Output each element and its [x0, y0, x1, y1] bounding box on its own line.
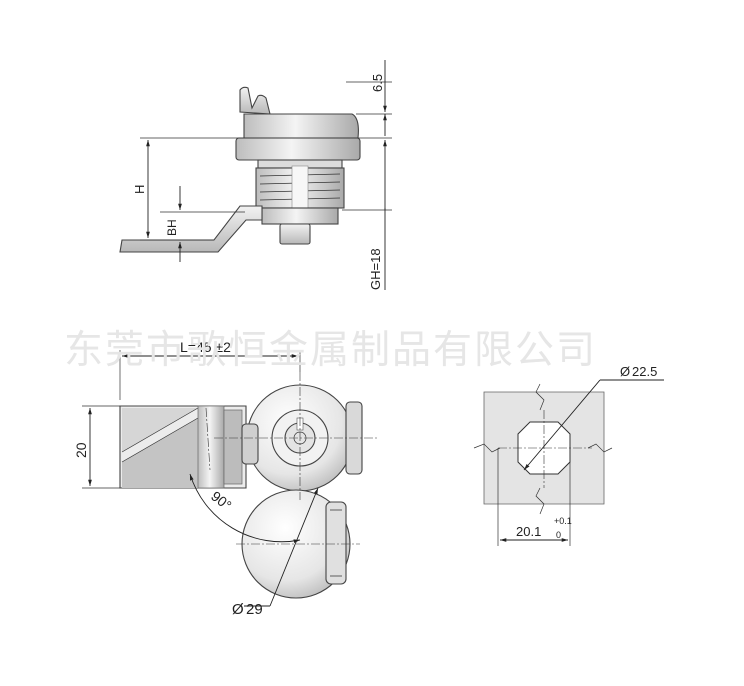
side-view: 6.5 GH=18 H BH	[119, 60, 392, 290]
cutout-diameter: 22.5	[632, 364, 657, 379]
dim-6-5: 6.5	[370, 74, 385, 92]
cutout-width: 20.1	[516, 524, 541, 539]
dim-h: H	[132, 185, 147, 194]
dim-diameter: 29	[246, 601, 263, 618]
panel-cutout-view: Ø 22.5 20.1 +0.1 0	[473, 364, 664, 546]
cam-lever-front	[119, 405, 247, 489]
cutout-tol-lower: 0	[556, 530, 561, 540]
cutout-tol-upper: +0.1	[554, 516, 572, 526]
dim-length: L=45 ±2	[180, 339, 231, 355]
front-view: L=45 ±2 20 90° Ø 29	[73, 339, 378, 618]
dim-angle: 90°	[208, 488, 235, 514]
cam-lever-side	[119, 205, 263, 253]
dim-width: 20	[73, 442, 89, 458]
diameter-symbol-22-5: Ø	[620, 364, 630, 379]
lock-body-side	[235, 86, 361, 245]
dim-gh: GH=18	[368, 248, 383, 290]
dim-bh: BH	[165, 219, 179, 236]
diameter-symbol-29: Ø	[232, 601, 244, 618]
